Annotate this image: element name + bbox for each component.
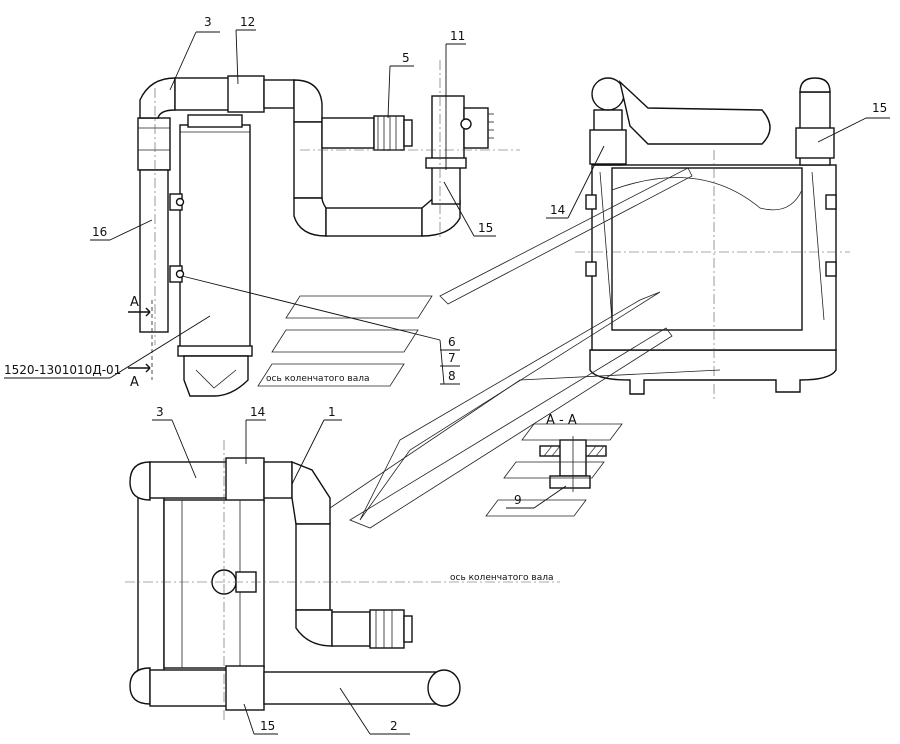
- section-a-a: [539, 436, 607, 492]
- clamp-15-side: [795, 127, 835, 159]
- callout-labels: 3 12 5 11 15 16 1520-1301010Д-01 А А 6 7…: [4, 15, 887, 733]
- callout-14-bottom: 14: [250, 405, 265, 419]
- clamp-12: [227, 75, 265, 113]
- callout-3-top: 3: [204, 15, 212, 29]
- side-view: [575, 77, 850, 400]
- elbow-top-right: [293, 79, 323, 123]
- air-cleaner-cap: [187, 114, 243, 128]
- turbo-housing: [431, 95, 465, 161]
- label-plates: [257, 167, 721, 529]
- elbow-lower-right: [421, 195, 461, 237]
- part-number-label: 1520-1301010Д-01: [4, 363, 121, 377]
- pipe-to-5: [321, 117, 375, 149]
- plan-clamp-14: [225, 457, 265, 503]
- elbow-top-left: [139, 77, 176, 119]
- callout-11: 11: [450, 29, 465, 43]
- callout-7: 7: [448, 351, 456, 365]
- plan-pipe-3: [149, 461, 231, 499]
- callout-1: 1: [328, 405, 336, 419]
- plan-pipe-vertical: [295, 523, 331, 611]
- air-cleaner-base: [177, 345, 253, 357]
- callout-8: 8: [448, 369, 456, 383]
- sleeve-5: [373, 115, 405, 151]
- plan-elbow-1: [291, 460, 331, 525]
- callout-14-right: 14: [550, 203, 565, 217]
- callout-15-right: 15: [872, 101, 887, 115]
- callout-2: 2: [390, 719, 398, 733]
- side-cleaner-body: [611, 167, 803, 331]
- part-9: [549, 475, 591, 489]
- clamp-14-side: [589, 129, 627, 165]
- callout-12: 12: [240, 15, 255, 29]
- plan-view: [125, 440, 560, 720]
- plan-pipe-2-left: [149, 669, 231, 707]
- section-a-a-label: А - А: [546, 413, 577, 428]
- axis-label-crankshaft-small: ось коленчатого вала: [266, 374, 370, 384]
- callout-3-bottom: 3: [156, 405, 164, 419]
- pipe-bottom-horizontal: [325, 207, 423, 237]
- elbow-left-side: [591, 77, 625, 111]
- engine-base: [589, 349, 837, 395]
- callout-6: 6: [448, 335, 456, 349]
- leader-lines: [4, 29, 890, 735]
- plan-sleeve-5: [369, 609, 405, 649]
- axis-label-crankshaft-main: ось коленчатого вала: [450, 573, 554, 583]
- section-marker-top: А: [130, 295, 139, 310]
- callout-15-bottom: 15: [260, 719, 275, 733]
- pipe-3-right: [263, 79, 295, 109]
- callout-9: 9: [514, 493, 522, 507]
- pipe-15-upper: [431, 163, 461, 205]
- section-marker-bottom: А: [130, 375, 139, 390]
- plan-pipe-2: [263, 671, 445, 705]
- pipe-vertical-mid: [293, 121, 323, 199]
- elbow-lower-left: [293, 197, 327, 237]
- plan-pipe-left: [137, 481, 165, 685]
- pipe-3: [174, 77, 231, 111]
- pipe-16-upper: [137, 117, 171, 171]
- front-view: [128, 60, 520, 397]
- callout-5: 5: [402, 51, 410, 65]
- callout-16: 16: [92, 225, 107, 239]
- side-pipe: [618, 79, 771, 145]
- pipe-16: [139, 169, 169, 333]
- callout-15-top: 15: [478, 221, 493, 235]
- dust-bowl: [183, 355, 249, 397]
- plan-clamp-15: [225, 665, 265, 711]
- plan-pipe-3-right: [263, 461, 293, 499]
- air-cleaner-body: [179, 124, 251, 351]
